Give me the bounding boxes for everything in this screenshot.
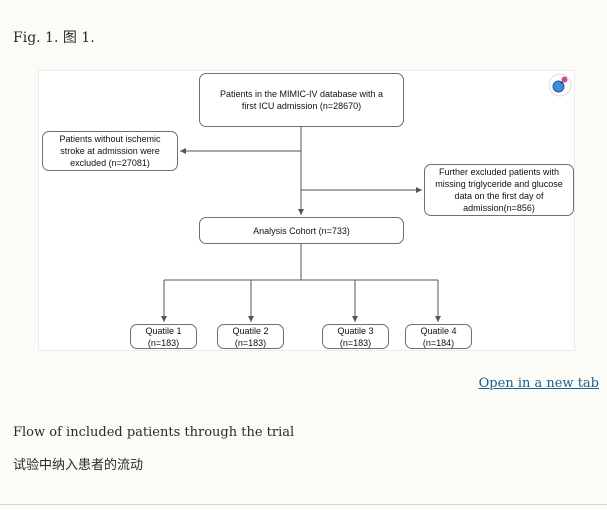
flowchart-connectors (161, 127, 441, 322)
box-excluded-no-stroke: Patients without ischemic stroke at admi… (42, 131, 178, 171)
figure-title: Fig. 1. 图 1. (13, 30, 95, 46)
box-mimic-patients: Patients in the MIMIC-IV database with a… (199, 73, 404, 127)
box-excluded-missing-data: Further excluded patients with missing t… (424, 164, 574, 216)
box-quartile-4: Quatile 4 (n=184) (405, 324, 472, 349)
zoom-lens-icon[interactable] (548, 73, 572, 97)
box-quartile-3: Quatile 3 (n=183) (322, 324, 389, 349)
bottom-divider (0, 504, 607, 505)
flowchart-panel[interactable]: Patients in the MIMIC-IV database with a… (38, 70, 575, 351)
box-analysis-cohort: Analysis Cohort (n=733) (199, 217, 404, 244)
open-in-new-tab-link[interactable]: Open in a new tab (478, 376, 599, 391)
caption-chinese: 试验中纳入患者的流动 (13, 458, 144, 473)
box-quartile-2: Quatile 2 (n=183) (217, 324, 284, 349)
caption-english: Flow of included patients through the tr… (13, 425, 295, 440)
box-quartile-1: Quatile 1 (n=183) (130, 324, 197, 349)
